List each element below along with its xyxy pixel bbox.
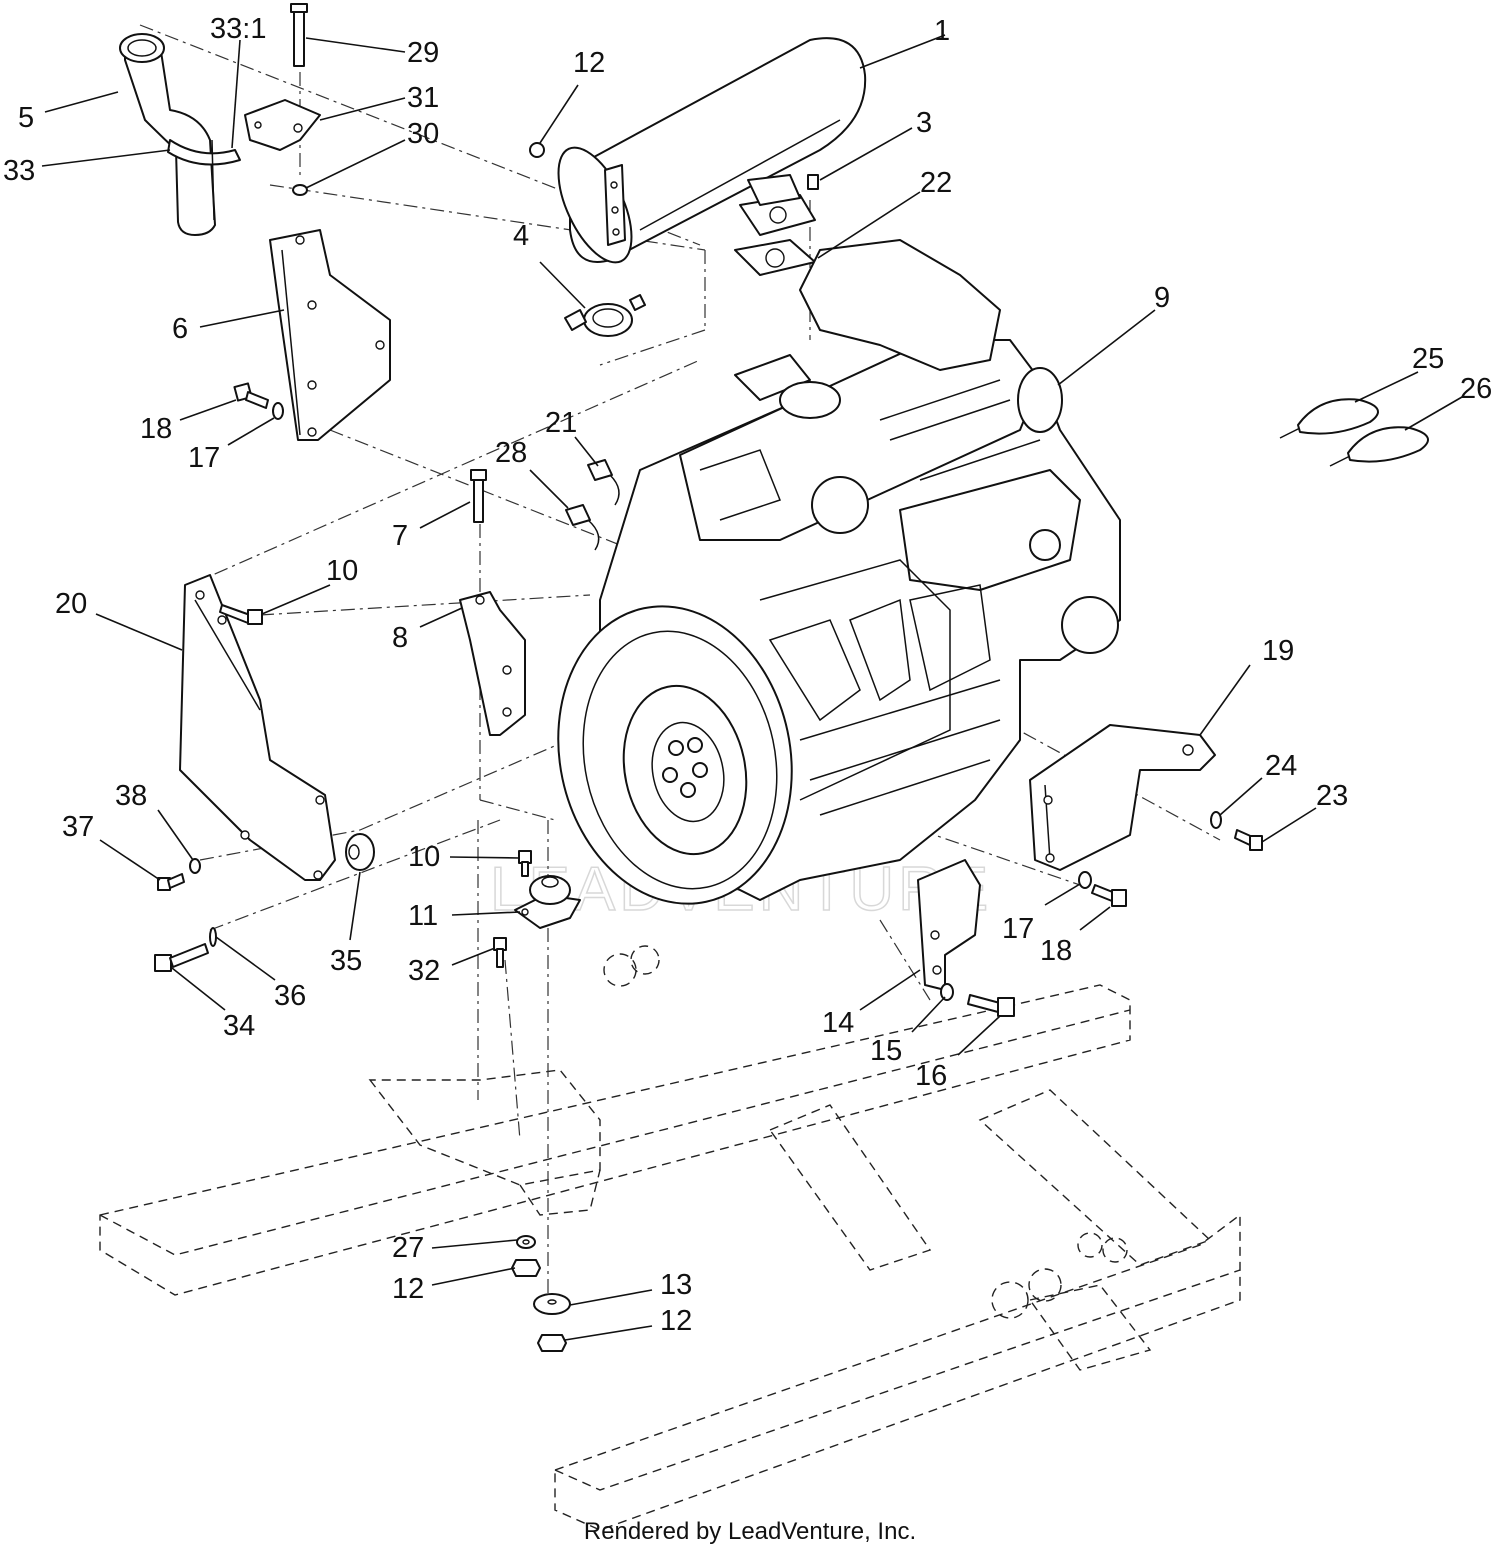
- callout-37: 37: [62, 811, 94, 843]
- callout-17-right: 17: [1002, 913, 1034, 945]
- callout-36: 36: [274, 980, 306, 1012]
- footer-credit: Rendered by LeadVenture, Inc.: [583, 1518, 917, 1545]
- bolt-37-washer-38: [157, 858, 201, 891]
- callout-7: 7: [392, 520, 408, 552]
- callout-10-left: 10: [326, 555, 358, 587]
- muffler: [557, 37, 867, 264]
- callout-17-upper: 17: [188, 442, 220, 474]
- cable-tie-25: [1279, 398, 1379, 439]
- muffler-clamp: [564, 294, 646, 337]
- nut-12-lower-b: [537, 1334, 567, 1352]
- callout-15: 15: [870, 1035, 902, 1067]
- bolt-32: [493, 937, 507, 968]
- callout-28: 28: [495, 437, 527, 469]
- callout-3: 3: [916, 107, 932, 139]
- callout-23: 23: [1316, 780, 1348, 812]
- callout-33-1: 33:1: [210, 13, 266, 45]
- bolt-34-washer-36: [154, 927, 217, 972]
- callout-21: 21: [545, 407, 577, 439]
- engine: [599, 239, 1121, 901]
- callout-16: 16: [915, 1060, 947, 1092]
- callout-34: 34: [223, 1010, 255, 1042]
- callout-9: 9: [1154, 282, 1170, 314]
- bolt-7: [470, 469, 487, 523]
- callout-30: 30: [407, 118, 439, 150]
- callout-29: 29: [407, 37, 439, 69]
- bolt-18-upper: [233, 382, 284, 420]
- callout-35: 35: [330, 945, 362, 977]
- muffler-mount-plate: [269, 229, 391, 441]
- callout-24: 24: [1265, 750, 1297, 782]
- sensor-28: [565, 504, 600, 551]
- callout-10-mount: 10: [408, 841, 440, 873]
- flywheel: [557, 605, 793, 905]
- nut-12-lower-a: [511, 1259, 541, 1277]
- spacer-35: [345, 833, 375, 871]
- callout-4: 4: [513, 220, 529, 252]
- callout-32: 32: [408, 955, 440, 987]
- callout-18-right: 18: [1040, 935, 1072, 967]
- bolt-23-washer-24: [1210, 811, 1263, 851]
- bolt-16-washer-15: [940, 983, 1015, 1017]
- bolt-10-mount: [518, 850, 532, 877]
- exhaust-gasket: [734, 239, 816, 276]
- bolt-18-washer-17-right: [1078, 871, 1127, 907]
- cable-tie-26: [1329, 426, 1429, 467]
- callout-1: 1: [934, 15, 950, 47]
- engine-mount-11: [514, 875, 581, 929]
- callout-labels: 1 3 12 22 9 4 6 18 17 21 28 7 10 8 20 25: [3, 13, 1492, 1341]
- callout-19: 19: [1262, 635, 1294, 667]
- callout-20: 20: [55, 588, 87, 620]
- bolt-10-left: [219, 604, 263, 625]
- engine-mount-bracket-right: [1029, 724, 1216, 871]
- exhaust-elbow: [739, 174, 819, 236]
- callout-6: 6: [172, 313, 188, 345]
- callout-14: 14: [822, 1007, 854, 1039]
- washer-27: [516, 1235, 536, 1249]
- callout-27: 27: [392, 1232, 424, 1264]
- callout-33: 33: [3, 155, 35, 187]
- callout-22: 22: [920, 167, 952, 199]
- washer-13: [533, 1293, 571, 1315]
- callout-8: 8: [392, 622, 408, 654]
- callout-25: 25: [1412, 343, 1444, 375]
- callout-38: 38: [115, 780, 147, 812]
- nut-top: [529, 142, 545, 158]
- callout-31: 31: [407, 82, 439, 114]
- tailpipe-bracket: [244, 3, 321, 196]
- frame-assembly: [99, 945, 1241, 1531]
- callout-5: 5: [18, 102, 34, 134]
- callout-12-lower-a: 12: [392, 1273, 424, 1305]
- bracket-8: [459, 591, 526, 736]
- tailpipe: [119, 33, 241, 236]
- bracket-14: [917, 859, 981, 991]
- engine-mount-plate-left: [179, 574, 336, 881]
- callout-26: 26: [1460, 373, 1492, 405]
- sensor-21: [587, 459, 620, 506]
- callout-12-lower-b: 12: [660, 1305, 692, 1337]
- callout-11: 11: [408, 900, 438, 932]
- callout-12-top: 12: [573, 47, 605, 79]
- callout-13: 13: [660, 1269, 692, 1301]
- callout-18-upper: 18: [140, 413, 172, 445]
